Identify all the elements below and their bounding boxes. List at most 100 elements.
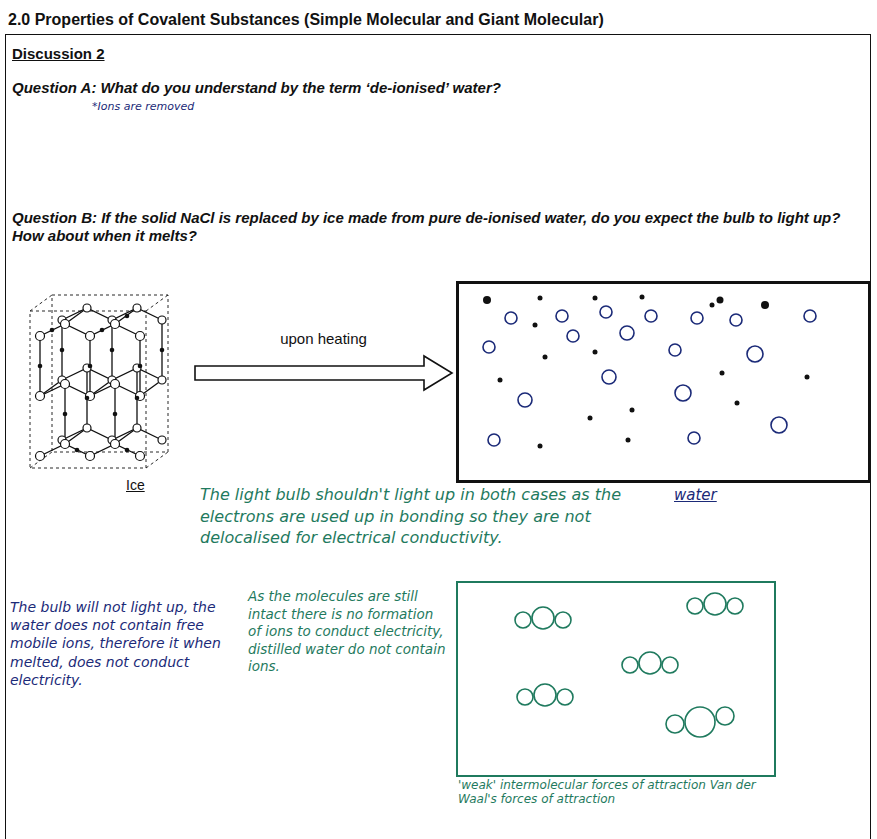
water-molecules [622,657,638,673]
water-particles [602,370,616,384]
water-particles [688,432,700,444]
ice-lattice [138,364,143,369]
water-molecules [534,684,556,706]
water-particles [483,295,810,449]
water-molecules [517,689,533,705]
ice-lattice [136,452,145,461]
ice-lattice [40,308,162,444]
ice-lattice [62,320,162,428]
water-molecules [662,657,678,673]
water-molecules [555,612,571,628]
water-particles [488,434,500,446]
water-particles [593,296,598,301]
ice-lattice [125,314,130,319]
water-molecules [704,593,726,615]
ice-figure: Ice [26,291,191,496]
ice-lattice [36,332,45,341]
ice-lattice [111,380,120,389]
water-molecules [515,612,531,628]
figure-label: Ice [126,477,145,494]
section-heading: Discussion 2 [12,45,105,63]
molecule-box: 'weak' intermolecular forces of attracti… [456,581,776,777]
ice-lattice [111,440,120,449]
water-particles [538,444,543,449]
ice-lattice [75,448,80,453]
water-particles [505,312,517,324]
water-molecules [532,607,554,629]
water-particles [567,330,579,342]
water-molecules [685,707,715,737]
ice-lattice [38,364,43,369]
water-particles [804,310,816,322]
water-particles [735,401,740,406]
ice-lattice [86,452,95,461]
ice-lattice [111,320,120,329]
ice-lattice [135,396,140,401]
ice-lattice [110,348,115,353]
water-particles [483,296,491,304]
ice-lattice [88,364,93,369]
water-particles [717,297,724,304]
ice-lattice [100,328,105,333]
water-molecules [666,715,684,733]
water-box: water [456,281,871,483]
figure-label: water [674,486,717,504]
water-particles [498,378,503,383]
water-particles [640,295,645,300]
ice-lattice [50,328,55,333]
water-particles [720,371,725,376]
ice-lattice [136,392,145,401]
ice-lattice [36,452,45,461]
water-particles [669,344,681,356]
water-particles [543,355,548,360]
ice-lattice [113,412,118,417]
ice-lattice [85,396,90,401]
water-molecules [727,598,743,614]
question-text: Question A: What do you understand by th… [12,79,862,97]
water-particles [691,312,703,324]
ice-lattice [38,314,165,453]
question-text: Question B: If the solid NaCl is replace… [12,209,862,245]
water-particles [771,417,787,433]
water-molecules [716,707,734,725]
ice-lattice [36,304,167,461]
unit-cell [30,295,168,468]
page-title: 2.0 Properties of Covalent Substances (S… [8,10,604,29]
ice-lattice [86,392,95,401]
water-particles [805,375,810,380]
ice-lattice [160,348,165,353]
water-molecules [557,689,573,705]
ice-lattice [86,332,95,341]
handwritten-answer: *Ions are removed [92,100,312,113]
water-particles [710,303,715,308]
ice-lattice [158,436,166,444]
handwritten-answer: As the molecules are still intact there … [248,588,446,676]
water-particles [730,314,742,326]
ice-lattice [61,440,70,449]
water-particles [538,296,543,301]
water-particles [675,385,691,401]
ice-lattice [158,376,166,384]
water-particles [483,341,495,353]
handwritten-answer: The light bulb shouldn't light up in bot… [200,484,660,549]
ice-lattice [125,448,130,453]
water-molecules [687,598,703,614]
ice-lattice [133,424,141,432]
water-particles [518,393,532,407]
water-particles [747,346,763,362]
water-particles [626,438,631,443]
water-particles [645,310,657,322]
water-molecules [639,652,661,674]
ice-lattice [61,380,70,389]
water-particles [483,295,816,449]
water-particles [556,310,568,322]
figure-caption: 'weak' intermolecular forces of attracti… [458,778,788,807]
ice-lattice [40,336,140,444]
handwritten-answer: The bulb will not light up, the water do… [10,598,238,689]
ice-lattice [30,295,168,468]
block-arrow [195,356,452,390]
ice-lattice [136,332,145,341]
